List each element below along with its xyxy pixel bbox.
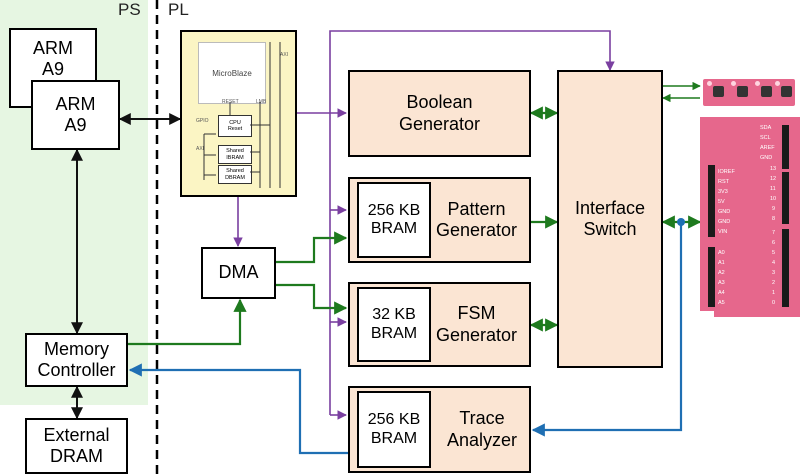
cpu-reset-block: CPU Reset: [218, 115, 252, 137]
trace-to-memctrl-link: [128, 363, 348, 455]
pin-label: 9: [772, 206, 776, 212]
pl-label: PL: [168, 0, 189, 19]
external-dram-box: External DRAM: [25, 418, 128, 474]
dma-to-fsm-link: [276, 283, 348, 315]
pmod-module: [703, 79, 795, 106]
pmod-button-icon: [713, 86, 724, 97]
lmb-label: LMB: [256, 99, 267, 105]
pin-label: AREF: [760, 145, 775, 151]
pin-label: A0: [718, 250, 725, 256]
junction-dot: [677, 218, 685, 226]
pin-label: 1: [772, 290, 776, 296]
microblaze-to-interface-link: [329, 30, 615, 113]
pin-label: GND: [718, 219, 731, 225]
fsm-bram-box: 32 KB BRAM: [357, 287, 431, 362]
shared-dbram-block: Shared DBRAM: [218, 165, 252, 184]
pin-label: A2: [718, 270, 725, 276]
pin-label: 3V3: [718, 189, 728, 195]
gpio-label: GPIO: [196, 118, 209, 124]
trace-analyzer-label: Trace Analyzer: [446, 408, 517, 450]
arduino-header-mid-right: [782, 172, 789, 224]
pmod-pad-icon: [775, 81, 780, 86]
arduino-header-power: [708, 165, 715, 237]
trace-bram-box: 256 KB BRAM: [357, 391, 431, 468]
pmod-button-icon: [761, 86, 772, 97]
pin-label: 12: [770, 176, 777, 182]
pmod-pad-icon: [755, 81, 760, 86]
pin-label: 4: [772, 260, 776, 266]
arduino-header-analog: [708, 247, 715, 307]
pin-label: 3: [772, 270, 776, 276]
dma-box: DMA: [201, 247, 276, 299]
pattern-bram-box: 256 KB BRAM: [357, 182, 431, 258]
pin-label: 10: [770, 196, 777, 202]
pin-label: IOREF: [718, 169, 735, 175]
interface-switch-box: Interface Switch: [557, 70, 663, 368]
pin-label: SCL: [760, 135, 771, 141]
pmod-pad-icon: [707, 81, 712, 86]
arduino-header-top-right: [782, 125, 789, 169]
pin-label: GND: [718, 209, 731, 215]
pin-label: 2: [772, 280, 776, 286]
dma-to-pattern-link: [276, 231, 348, 264]
pmod-button-icon: [781, 86, 792, 97]
pin-label: RST: [718, 179, 729, 185]
pin-label: 11: [770, 186, 776, 192]
pin-label: A5: [718, 300, 725, 306]
ps-label: PS: [118, 0, 141, 19]
pin-label: 5: [772, 250, 776, 256]
pin-label: VIN: [718, 229, 728, 235]
shared-ibram-block: Shared IBRAM: [218, 145, 252, 164]
pin-label: SDA: [760, 125, 772, 131]
pin-label: A4: [718, 290, 725, 296]
pin-label: 5V: [718, 199, 725, 205]
arm-a9-front-box: ARM A9: [31, 80, 120, 150]
microblaze-core: MicroBlaze: [198, 42, 266, 104]
fsm-generator-label: FSM Generator: [435, 303, 517, 345]
microblaze-subsystem: MicroBlaze AXI RESET LMB GPIO AXI CPU Re…: [180, 30, 297, 197]
arduino-board: SDA SCL AREF GND 13 12 11 10 9 8 7 6 5 4…: [700, 117, 800, 317]
pin-label: 0: [772, 300, 776, 306]
axi-label-left: AXI: [196, 146, 205, 152]
memctrl-to-dma-link: [128, 298, 247, 346]
pmod-pad-icon: [731, 81, 736, 86]
pin-label: A1: [718, 260, 725, 266]
pin-label: 8: [772, 216, 776, 222]
axi-label-top: AXI: [280, 52, 289, 58]
memory-controller-box: Memory Controller: [25, 333, 128, 387]
pin-label: 7: [772, 230, 776, 236]
arduino-header-low-right: [782, 229, 789, 307]
pin-label: A3: [718, 280, 725, 286]
microblaze-internal-wiring: [203, 42, 281, 188]
pattern-generator-label: Pattern Generator: [435, 198, 517, 240]
pmod-button-icon: [737, 86, 748, 97]
pin-label: 6: [772, 240, 776, 246]
boolean-generator-box: Boolean Generator: [348, 70, 531, 157]
pin-label: 13: [770, 166, 777, 172]
pin-label: GND: [760, 155, 773, 161]
arduino-to-trace-link: [531, 222, 683, 437]
